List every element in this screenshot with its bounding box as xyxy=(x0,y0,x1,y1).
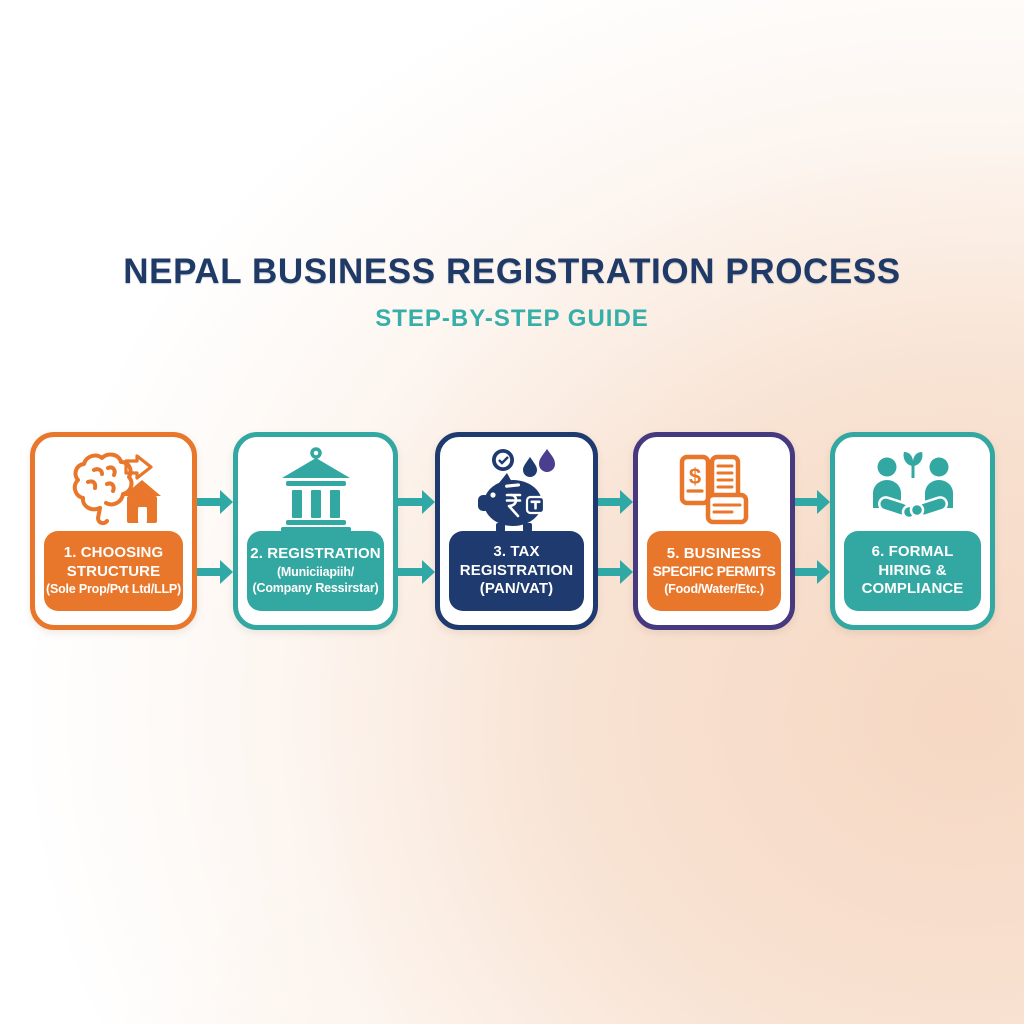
piggy-bank-tax-icon xyxy=(477,449,555,532)
page-title: NEPAL BUSINESS REGISTRATION PROCESS xyxy=(123,252,901,291)
flow-arrow-icon xyxy=(398,490,435,514)
flow-arrow-icon xyxy=(598,490,633,514)
piggy-bank-tax-icon xyxy=(440,443,593,537)
flow-arrow-icon xyxy=(197,490,233,514)
flow-arrow-icon xyxy=(598,560,633,584)
step-label-line: SPECIFIC PERMITS xyxy=(652,563,776,580)
bank-building-icon xyxy=(280,447,351,533)
step-label-line: 6. FORMAL xyxy=(871,543,954,561)
step-label-line: REGISTRATION xyxy=(459,561,574,579)
step-card-registration: 2. REGISTRATION (Municiiapiih/ (Company … xyxy=(233,432,398,630)
step-label-tax-registration: 3. TAX REGISTRATION (PAN/VAT) xyxy=(449,531,584,611)
step-label-line: COMPLIANCE xyxy=(861,580,964,598)
step-label-formal-hiring-compliance: 6. FORMAL HIRING & COMPLIANCE xyxy=(844,531,981,611)
flow-arrow-icon xyxy=(398,560,435,584)
step-card-tax-registration: 3. TAX REGISTRATION (PAN/VAT) xyxy=(435,432,598,630)
step-label-line: (Municiiapiih/ xyxy=(276,565,355,580)
flow-arrow-icon xyxy=(197,560,233,584)
bank-building-icon xyxy=(238,443,393,537)
step-label-line: (PAN/VAT) xyxy=(479,580,554,598)
step-label-line: STRUCTURE xyxy=(66,562,161,580)
step-label-line: (Sole Prop/Pvt Ltd/LLP) xyxy=(46,582,181,597)
step-card-business-specific-permits: $ 5. BUSINESS SPECIFIC PERMITS (Food/Wat… xyxy=(633,432,795,630)
step-label-line: 1. CHOOSING xyxy=(63,544,164,562)
step-label-line: 2. REGISTRATION xyxy=(250,545,381,563)
handshake-people-icon xyxy=(835,443,990,537)
step-label-business-specific-permits: 5. BUSINESS SPECIFIC PERMITS (Food/Water… xyxy=(647,531,781,611)
step-card-choosing-structure: 1. CHOOSING STRUCTURE (Sole Prop/Pvt Ltd… xyxy=(30,432,197,630)
brain-decision-house-icon xyxy=(72,452,161,526)
step-label-choosing-structure: 1. CHOOSING STRUCTURE (Sole Prop/Pvt Ltd… xyxy=(44,531,183,611)
step-label-line: 3. TAX xyxy=(493,543,540,561)
flow-arrow-icon xyxy=(795,560,830,584)
svg-text:$: $ xyxy=(689,464,701,489)
step-label-line: HIRING & xyxy=(878,561,947,579)
permit-documents-icon: $ xyxy=(638,443,790,537)
handshake-people-icon xyxy=(872,452,953,520)
permit-documents-icon: $ xyxy=(679,454,749,525)
step-label-line: 5. BUSINESS xyxy=(666,544,762,562)
step-label-registration: 2. REGISTRATION (Municiiapiih/ (Company … xyxy=(247,531,384,611)
brain-decision-house-icon xyxy=(35,443,192,537)
flow-arrow-icon xyxy=(795,490,830,514)
step-label-line: (Food/Water/Etc.) xyxy=(664,581,764,596)
step-label-line: (Company Ressirstar) xyxy=(252,581,379,596)
step-card-formal-hiring-compliance: 6. FORMAL HIRING & COMPLIANCE xyxy=(830,432,995,630)
page-subtitle: STEP-BY-STEP GUIDE xyxy=(375,305,649,332)
